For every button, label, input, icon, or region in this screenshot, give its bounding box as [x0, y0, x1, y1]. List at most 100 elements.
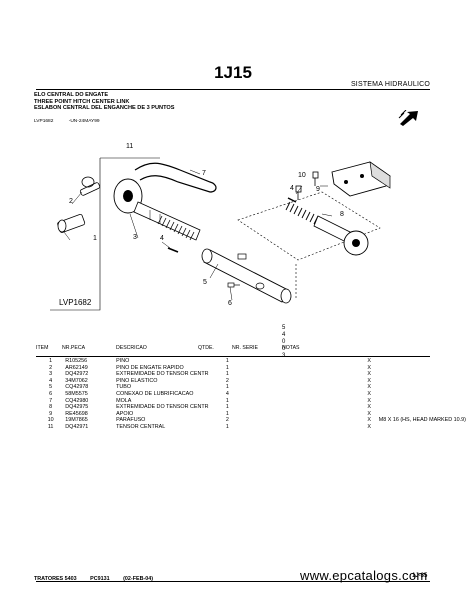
col-serial: NR. SERIE: [232, 345, 258, 351]
cell-var: X: [367, 397, 371, 404]
ref-illustration: LVP1682: [34, 119, 54, 124]
cell-notes: [379, 378, 466, 385]
cell-ser: [303, 365, 367, 372]
cell-ser: [303, 404, 367, 411]
cell-var: X: [367, 390, 371, 397]
variant-column-label: 5 4 0 0 3: [282, 325, 285, 360]
cell-item: 10: [47, 417, 54, 424]
cell-notes: [379, 365, 466, 372]
callout-4-right: 4: [290, 185, 294, 192]
exploded-diagram: [50, 157, 391, 311]
cell-var: X: [367, 384, 371, 391]
variant-digit: 0: [282, 346, 286, 352]
front-arrow-icon: [398, 110, 418, 126]
callout-10: 10: [298, 172, 306, 179]
cell-ser: [303, 391, 367, 398]
quick-pin-illustration: [79, 176, 101, 196]
cell-nr: CQ42980: [65, 397, 89, 404]
cell-desc: TENSOR CENTRAL: [116, 423, 166, 430]
center-link-end-illustration: [113, 178, 201, 241]
callout-3: 3: [133, 234, 137, 241]
cell-nr: 19M7865: [65, 417, 88, 424]
cell-desc: PARAFUSO: [116, 417, 146, 424]
col-part-no: NR.PECA: [62, 345, 86, 351]
col-qty: QTDE.: [198, 345, 214, 351]
cell-notes: [379, 384, 466, 391]
footer-model: TRATORES 5403: [34, 576, 77, 582]
callout-6: 6: [228, 300, 232, 307]
cell-ser: [303, 358, 367, 365]
cell-nr: DQ42975: [65, 404, 89, 411]
footer-catalog: PC9131: [90, 576, 110, 582]
cell-qty: 4: [225, 390, 229, 397]
cell-qty: 1: [225, 364, 229, 371]
cell-notes: [379, 398, 466, 405]
cell-item: 6: [49, 390, 53, 397]
variant-digit: 5: [282, 325, 286, 331]
cell-item: 7: [49, 397, 53, 404]
cell-ser: [303, 417, 367, 424]
cell-nr: RE45698: [65, 410, 88, 417]
callout-7: 7: [202, 170, 206, 177]
cell-desc: EXTREMIDADE DO TENSOR CENTR: [116, 371, 209, 378]
cell-nr: DQ42971: [65, 423, 89, 430]
cell-notes: [379, 424, 466, 431]
cell-item: 5: [49, 384, 53, 391]
cell-notes: [379, 404, 466, 411]
cell-notes: M8 X 16 (HS, HEAD MARKED 10.9): [378, 417, 466, 424]
variant-digit: 0: [282, 339, 286, 345]
cell-qty: 1: [225, 423, 229, 430]
cell-var: X: [367, 377, 371, 384]
cell-nr: 34M7062: [65, 377, 88, 384]
cell-desc: PINO ELASTICO: [116, 377, 158, 384]
tube-illustration: [201, 248, 292, 304]
cell-var: X: [367, 404, 371, 411]
footer-info: TRATORES 5403 PC9131 (02-FEB-04): [34, 576, 165, 582]
variant-digit: 4: [282, 332, 286, 338]
illustration-refs: LVP1682 -UN-24MAY99: [34, 119, 114, 124]
cell-item: 8: [49, 404, 53, 411]
table-divider: [36, 356, 430, 357]
cell-nr: DQ42972: [65, 371, 89, 378]
footer-divider: [36, 581, 430, 582]
cell-var: X: [367, 410, 371, 417]
callout-2: 2: [69, 198, 73, 205]
cell-ser: [303, 424, 367, 431]
cell-qty: 1: [225, 404, 229, 411]
cell-var: X: [367, 417, 371, 424]
cell-notes: [379, 391, 466, 398]
cell-var: X: [367, 358, 371, 364]
cell-item: 1: [49, 358, 53, 364]
cell-nr: 58M5575: [65, 390, 88, 397]
section-title: SISTEMA HIDRAULICO: [350, 81, 430, 88]
col-notes: NOTAS: [282, 345, 300, 351]
cell-desc: MOLA: [116, 397, 132, 404]
center-link-end-illustration-8: [285, 201, 369, 256]
footer-date: (02-FEB-04): [123, 576, 154, 582]
callout-5: 5: [203, 279, 207, 286]
group-titles: ELO CENTRAL DO ENGATE THREE POINT HITCH …: [34, 92, 174, 112]
callout-1: 1: [93, 235, 97, 242]
ref-date: -UN-24MAY99: [68, 119, 100, 124]
cell-var: X: [367, 371, 371, 378]
header-divider: [36, 89, 430, 90]
cell-var: X: [367, 364, 371, 371]
cell-ser: [303, 411, 367, 418]
cell-desc: TUBO: [116, 384, 132, 391]
diagram-id: LVP1682: [59, 298, 92, 307]
cell-desc: APOIO: [116, 410, 134, 417]
cell-ser: [303, 398, 367, 405]
cell-notes: [379, 371, 466, 378]
spring-illustration: [134, 162, 217, 193]
callout-11: 11: [126, 143, 134, 150]
cell-qty: 1: [225, 410, 229, 417]
bolt-illustration: [295, 171, 319, 200]
cell-qty: 1: [225, 371, 229, 378]
